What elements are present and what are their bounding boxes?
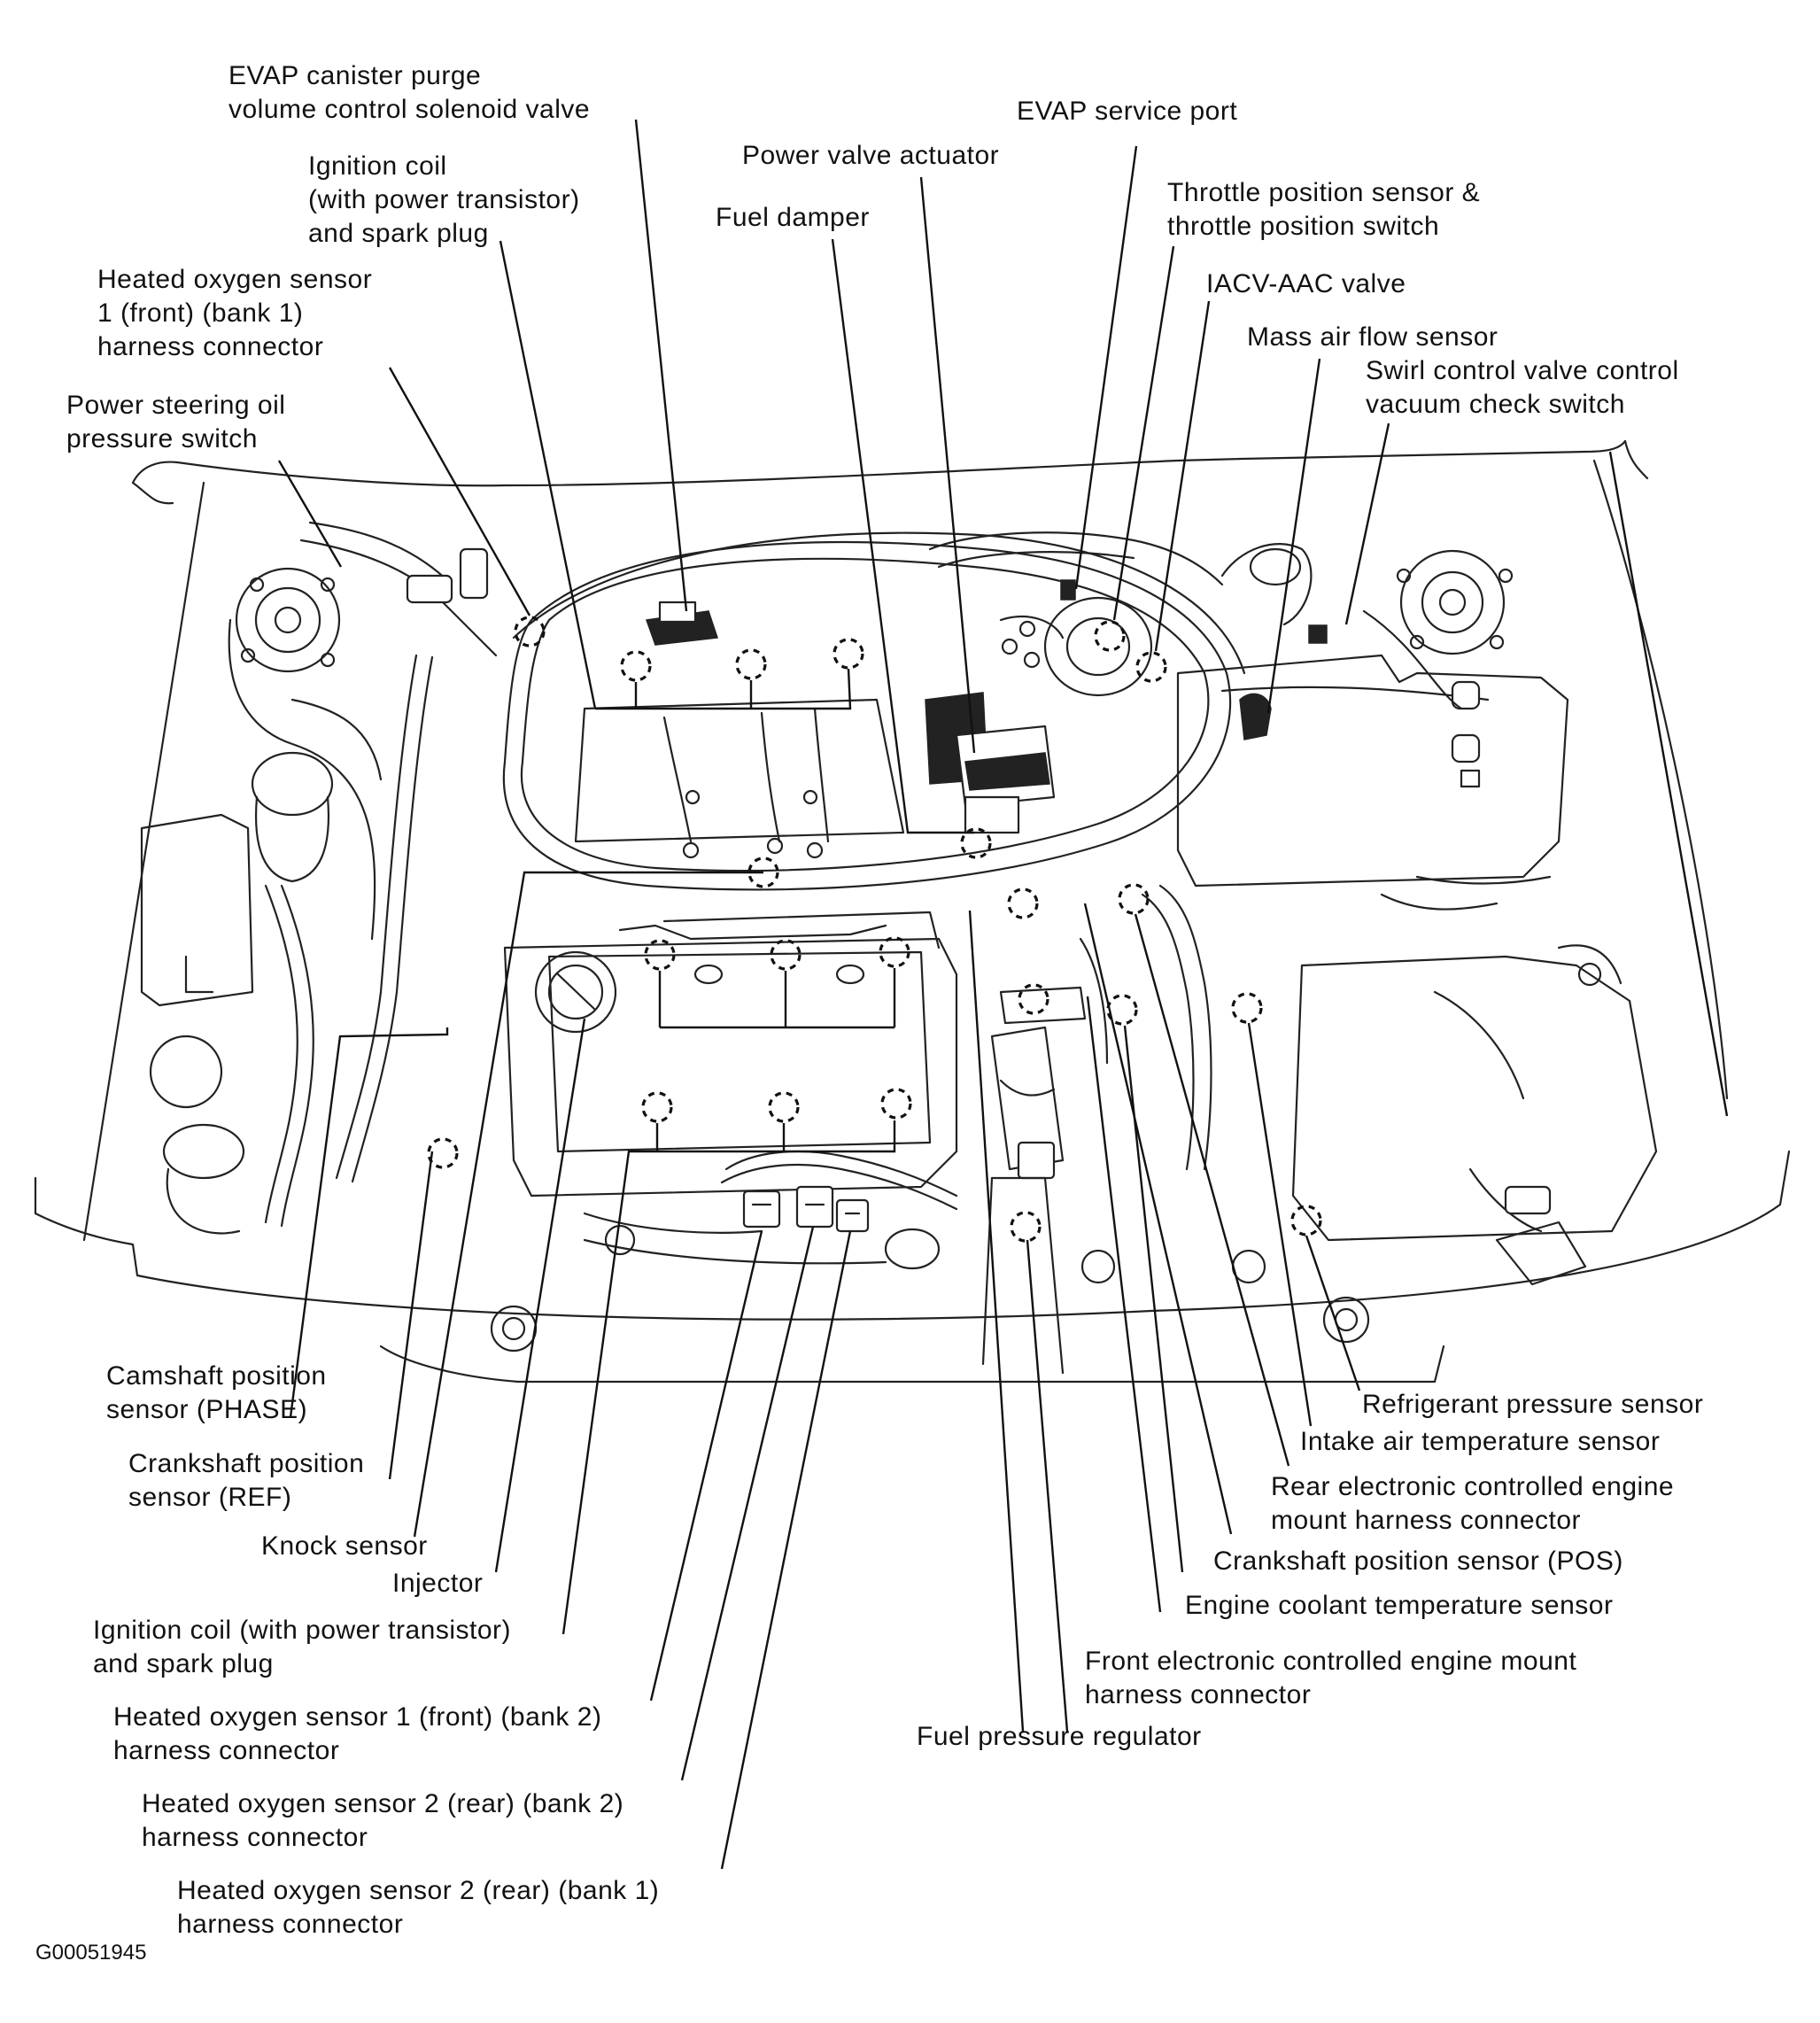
marker-injector-1: [644, 939, 676, 971]
marker-iat: [1231, 992, 1263, 1024]
label-ignition-coil-bottom: Ignition coil (with power transistor)and…: [93, 1616, 511, 1678]
label-ho2s1-bank2: Heated oxygen sensor 1 (front) (bank 2)h…: [113, 1702, 601, 1765]
marker-injector-2: [770, 939, 802, 971]
label-ho2s2-bank1: Heated oxygen sensor 2 (rear) (bank 1)ha…: [177, 1876, 659, 1939]
label-throttle-position-sensor: Throttle position sensor &throttle posit…: [1167, 178, 1480, 241]
leader-lines: [277, 119, 1729, 1870]
marker-rear-mount: [1118, 883, 1150, 915]
label-power-valve-actuator: Power valve actuator: [742, 141, 999, 170]
marker-fuel-pressure: [960, 827, 992, 859]
marker-ign-coil-1: [620, 650, 652, 682]
label-refrigerant-pressure-sensor: Refrigerant pressure sensor: [1362, 1390, 1703, 1419]
label-crankshaft-sensor-pos: Crankshaft position sensor (POS): [1213, 1546, 1623, 1576]
engine-compartment-drawing: [34, 439, 1791, 1384]
marker-tps: [1094, 620, 1126, 652]
marker-ign-coil-lower-3: [880, 1088, 912, 1120]
marker-fuel-pressure-regulator: [1010, 1211, 1042, 1243]
label-front-engine-mount-connector: Front electronic controlled engine mount…: [1085, 1647, 1576, 1709]
figure-code: G00051945: [35, 1941, 146, 1965]
marker-injector-top: [747, 856, 779, 888]
label-intake-air-temp-sensor: Intake air temperature sensor: [1300, 1427, 1660, 1456]
marker-ign-coil-lower-1: [641, 1091, 673, 1123]
marker-ho2s1-bank1: [514, 616, 546, 647]
marker-iacv: [1135, 651, 1167, 683]
marker-ign-coil-lower-2: [768, 1091, 800, 1123]
marker-fuel-damper: [833, 638, 864, 670]
label-mass-air-flow-sensor: Mass air flow sensor: [1247, 322, 1498, 352]
label-ignition-coil-top: Ignition coil(with power transistor)and …: [308, 151, 580, 248]
label-fuel-pressure-regulator: Fuel pressure regulator: [917, 1722, 1202, 1751]
label-injector: Injector: [392, 1569, 483, 1598]
marker-knock-sensor: [427, 1137, 459, 1169]
marker-ect: [1106, 994, 1138, 1026]
label-knock-sensor: Knock sensor: [261, 1531, 428, 1561]
marker-refrigerant: [1290, 1205, 1322, 1236]
marker-ign-coil-2: [735, 648, 767, 680]
component-markers: [427, 616, 1322, 1243]
label-evap-service-port: EVAP service port: [1017, 97, 1237, 126]
label-ho2s2-bank2: Heated oxygen sensor 2 (rear) (bank 2)ha…: [142, 1789, 623, 1852]
label-fuel-damper: Fuel damper: [716, 203, 870, 232]
label-iacv-aac-valve: IACV-AAC valve: [1206, 269, 1406, 298]
label-engine-coolant-temp-sensor: Engine coolant temperature sensor: [1185, 1591, 1613, 1620]
marker-ckp-pos: [1018, 983, 1049, 1015]
marker-front-mount: [1007, 887, 1039, 919]
marker-injector-3: [879, 936, 910, 968]
